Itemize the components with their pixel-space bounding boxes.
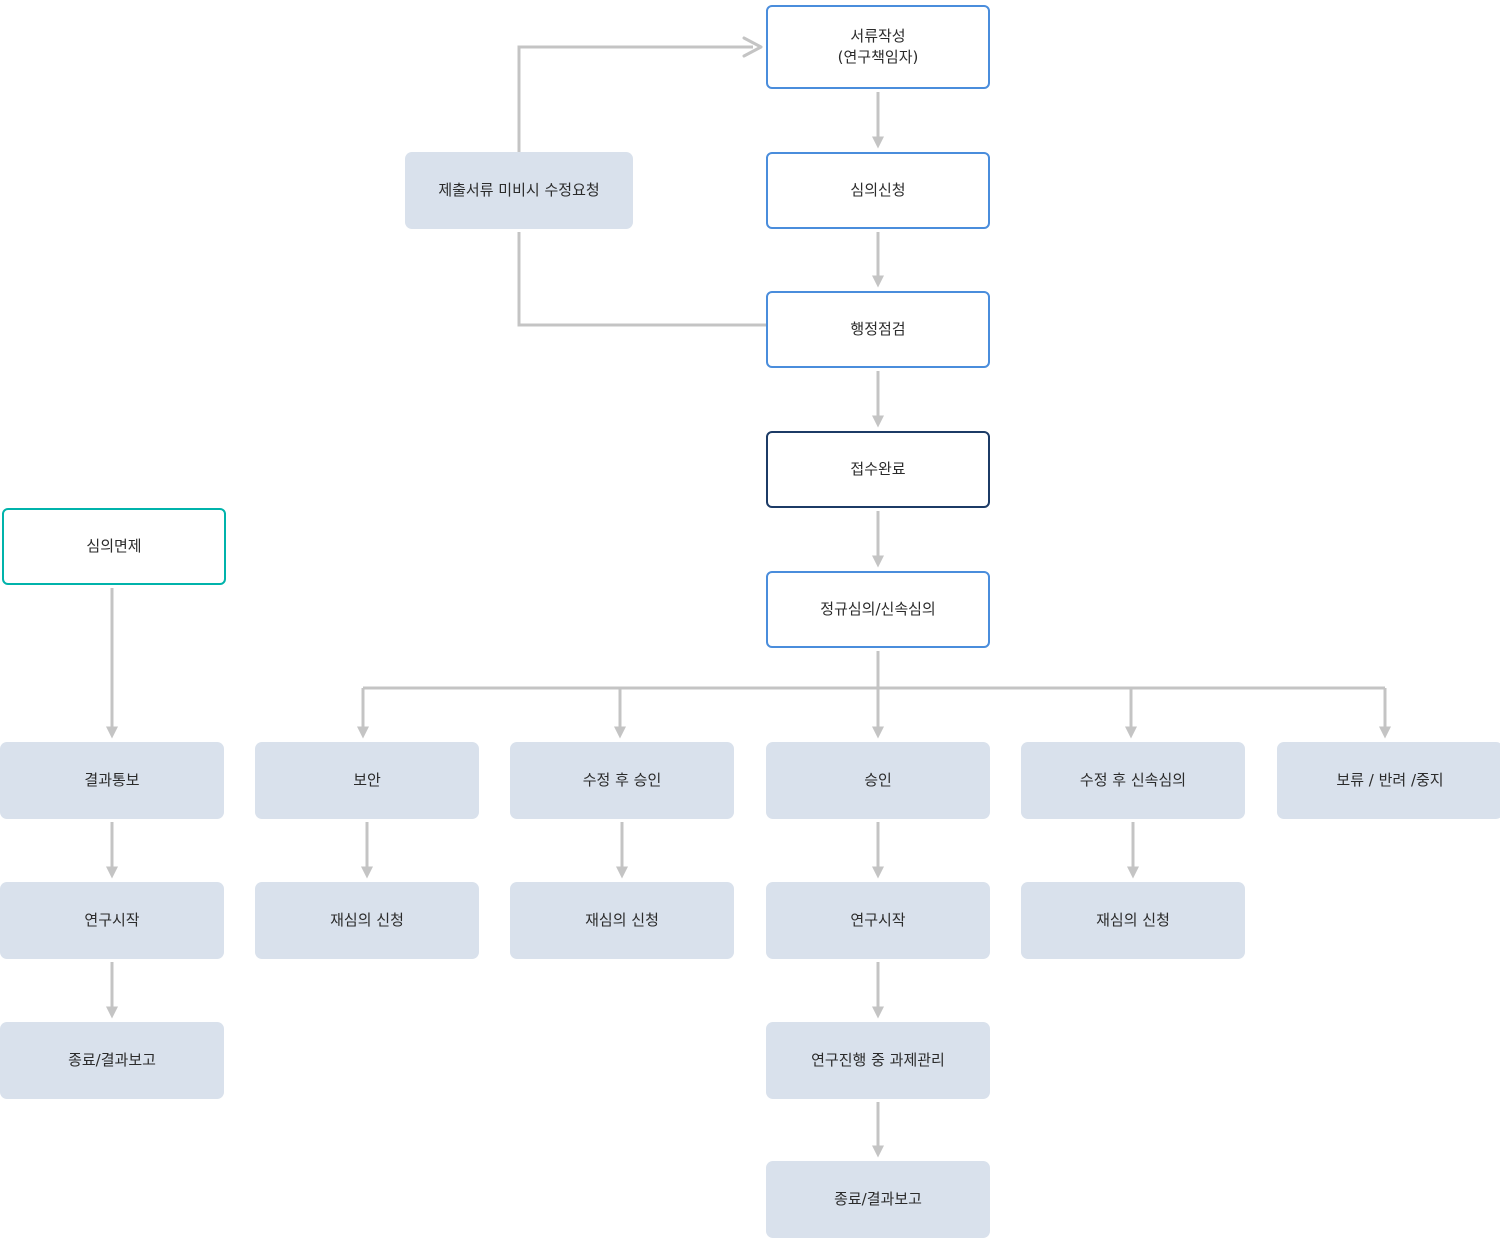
node-review-request[interactable]: 심의신청 — [766, 152, 990, 229]
node-re-review-1[interactable]: 재심의 신청 — [255, 882, 479, 959]
node-re-review-2[interactable]: 재심의 신청 — [510, 882, 734, 959]
node-receipt-complete[interactable]: 접수완료 — [766, 431, 990, 508]
node-security[interactable]: 보안 — [255, 742, 479, 819]
arrowhead-into-doc-prep — [742, 36, 763, 58]
node-start-research-1[interactable]: 연구시작 — [0, 882, 224, 959]
elbow-admin-check-to-revision-request — [517, 232, 766, 327]
node-final-report-1[interactable]: 종료/결과보고 — [0, 1022, 224, 1099]
node-doc-prep[interactable]: 서류작성 (연구책임자) — [766, 5, 990, 89]
node-result-notice[interactable]: 결과통보 — [0, 742, 224, 819]
node-approve[interactable]: 승인 — [766, 742, 990, 819]
node-expedite-after-mod[interactable]: 수정 후 신속심의 — [1021, 742, 1245, 819]
node-review-type[interactable]: 정규심의/신속심의 — [766, 571, 990, 648]
node-hold-return-stop[interactable]: 보류 / 반려 /중지 — [1277, 742, 1500, 819]
node-approve-after-mod[interactable]: 수정 후 승인 — [510, 742, 734, 819]
node-admin-check[interactable]: 행정점검 — [766, 291, 990, 368]
node-start-research-2[interactable]: 연구시작 — [766, 882, 990, 959]
elbow-revision-request-to-doc-prep — [517, 45, 753, 152]
node-final-report-2[interactable]: 종료/결과보고 — [766, 1161, 990, 1238]
node-review-exempt[interactable]: 심의면제 — [2, 508, 226, 585]
node-task-management[interactable]: 연구진행 중 과제관리 — [766, 1022, 990, 1099]
node-re-review-3[interactable]: 재심의 신청 — [1021, 882, 1245, 959]
node-revision-request[interactable]: 제출서류 미비시 수정요청 — [405, 152, 633, 229]
